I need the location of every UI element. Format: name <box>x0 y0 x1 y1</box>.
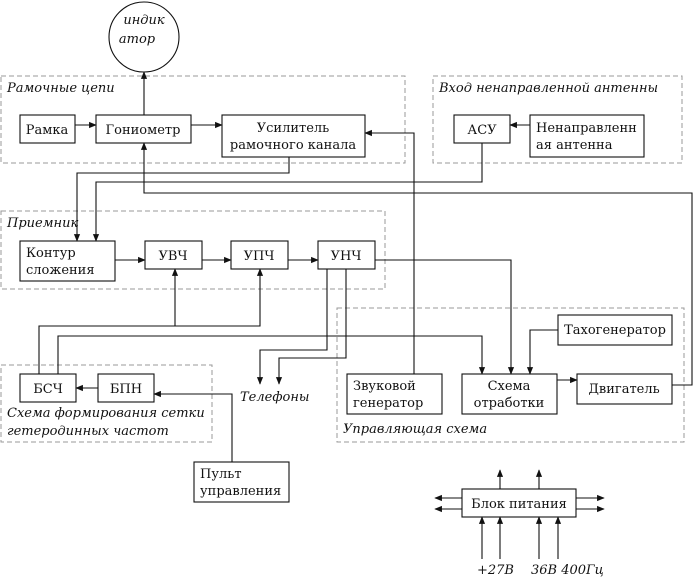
bsch-label: БСЧ <box>33 382 63 397</box>
motor-block <box>576 373 673 405</box>
nondirectional-antenna-label-1: Ненаправленн <box>536 121 637 136</box>
summing-circuit-label-1: Контур <box>26 246 76 261</box>
frame-antenna-label: Рамка <box>26 123 69 138</box>
goniometer-block <box>95 114 192 144</box>
goniometer-label: Гониометр <box>106 123 181 138</box>
remote-control-label-1: Пульт <box>200 467 242 482</box>
power-27v-label: +27В <box>477 563 514 578</box>
nondirectional-antenna-label-2: ая антенна <box>536 138 613 153</box>
unch-block <box>317 240 376 270</box>
sound-generator-block <box>346 373 443 415</box>
group-grid-circuit-label-2: гетеродинных частот <box>7 424 169 439</box>
group-receiver-label: Приемник <box>6 216 78 231</box>
power-supply-label: Блок питания <box>471 497 567 512</box>
sound-generator-label-2: генератор <box>353 396 423 411</box>
bpn-block <box>97 373 155 403</box>
indicator-label-1: индик <box>123 13 165 28</box>
nondirectional-antenna-block <box>529 114 645 158</box>
summing-circuit-label-2: сложения <box>26 263 95 278</box>
unch-label: УНЧ <box>331 249 362 264</box>
uvch-label: УВЧ <box>159 249 188 264</box>
phones-label: Телефоны <box>240 390 310 405</box>
frame-amplifier-block <box>221 114 366 158</box>
servo-circuit-label-2: отработки <box>474 396 545 411</box>
servo-circuit-label-1: Схема <box>488 379 531 394</box>
motor-label: Двигатель <box>588 382 659 397</box>
frame-amplifier-label-2: рамочного канала <box>230 138 356 153</box>
group-nondirectional-input-label: Вход ненаправленной антенны <box>438 81 658 96</box>
group-receiver <box>0 210 386 290</box>
tachogenerator-label: Тахогенератор <box>564 323 666 338</box>
remote-control-label-2: управления <box>200 484 281 499</box>
frame-antenna-block <box>19 114 76 144</box>
bpn-label: БПН <box>110 382 142 397</box>
servo-circuit-block <box>461 373 558 415</box>
group-nondirectional-input <box>432 75 683 164</box>
bsch-block <box>19 373 77 403</box>
upch-label: УПЧ <box>244 249 275 264</box>
asu-label: АСУ <box>467 123 497 138</box>
uvch-block <box>144 240 203 270</box>
upch-block <box>230 240 289 270</box>
frame-amplifier-label-1: Усилитель <box>257 121 329 136</box>
remote-control-block <box>193 461 290 503</box>
power-supply-block <box>461 488 577 518</box>
indicator-label-2: атор <box>119 32 156 47</box>
group-control-label: Управляющая схема <box>343 422 487 437</box>
summing-circuit-block <box>19 240 116 282</box>
group-grid-circuit-label-1: Схема формирования сетки <box>7 406 205 421</box>
group-frame-circuits-label: Рамочные цепи <box>6 81 115 96</box>
group-frame-circuits <box>0 75 406 164</box>
connections <box>38 71 693 559</box>
group-grid-circuit <box>0 364 213 443</box>
sound-generator-label-1: Звуковой <box>353 379 416 394</box>
power-36v-label: 36В 400Гц <box>531 563 604 578</box>
